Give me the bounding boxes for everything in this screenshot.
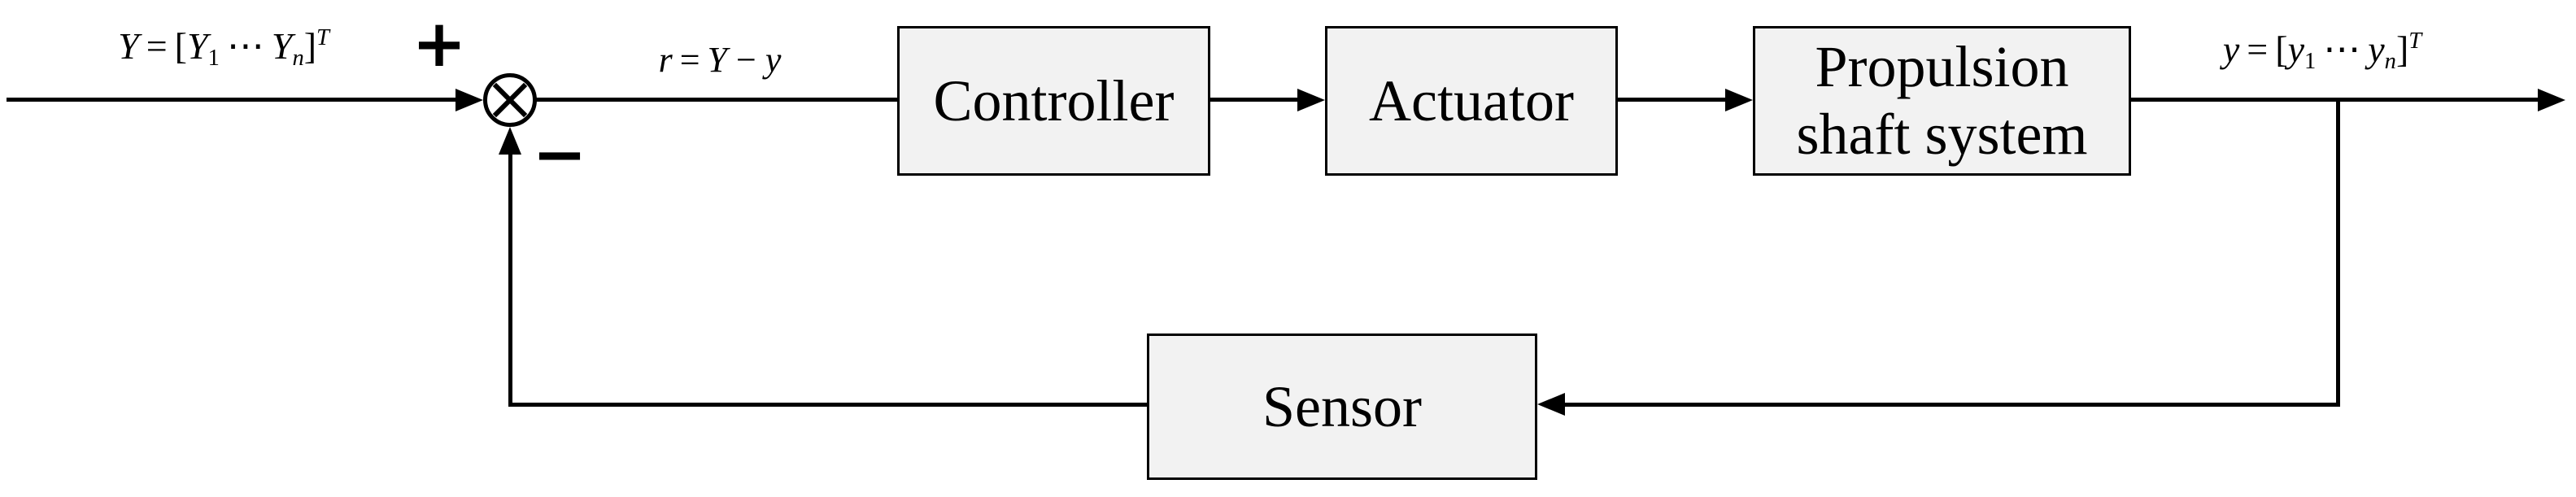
transpose-sup: T (316, 24, 329, 50)
reference-sub-n: n (292, 45, 304, 71)
error-rhs: y (765, 40, 782, 80)
right-bracket: ] (2395, 28, 2409, 70)
error-signal-label: r=Y−y (561, 42, 878, 91)
error-var: r (658, 40, 673, 80)
feedback-up-line (508, 151, 512, 407)
right-bracket: ] (303, 25, 317, 67)
controller-to-actuator-line (1210, 98, 1297, 102)
sensor-label: Sensor (1262, 373, 1422, 439)
cdots: ⋯ (226, 25, 264, 67)
input-arrowhead-icon (455, 89, 483, 111)
controller-block: Controller (897, 26, 1210, 176)
reference-var: Y (118, 25, 139, 67)
actuator-block: Actuator (1325, 26, 1618, 176)
propulsion-label-line1: Propulsion (1815, 34, 2069, 100)
error-signal-line (535, 98, 897, 102)
feedback-right-line (1562, 403, 2340, 407)
output-sub-n: n (2384, 48, 2396, 74)
plus-sign-label: + (412, 6, 467, 81)
feedback-left-line (510, 403, 1147, 407)
equals-sign: = (2247, 28, 2269, 70)
junction-arrowhead-icon (499, 127, 521, 155)
left-bracket: [ (174, 25, 187, 67)
actuator-label: Actuator (1369, 68, 1574, 133)
input-signal-line (7, 98, 455, 102)
reference-elem-n: Y (271, 25, 293, 67)
reference-elem-1: Y (186, 25, 208, 67)
output-arrowhead-icon (2538, 89, 2565, 111)
output-elem-n: y (2368, 28, 2385, 70)
output-elem-1: y (2287, 28, 2304, 70)
output-signal-line (2131, 98, 2538, 102)
output-sub-1: 1 (2304, 48, 2317, 74)
transpose-sup: T (2408, 28, 2422, 54)
minus-sign-label: − (532, 116, 587, 192)
propulsion-block: Propulsion shaft system (1753, 26, 2131, 176)
actuator-to-propulsion-line (1618, 98, 1725, 102)
reference-sub-1: 1 (207, 45, 220, 71)
minus-operator: − (736, 40, 756, 80)
sensor-arrowhead-icon (1537, 393, 1565, 416)
controller-label: Controller (933, 68, 1175, 133)
propulsion-arrowhead-icon (1725, 89, 1753, 111)
summing-junction (483, 73, 537, 127)
sensor-block: Sensor (1147, 334, 1537, 480)
error-lhs: Y (707, 40, 728, 80)
equals-sign: = (146, 25, 168, 67)
feedback-branch-line (2336, 99, 2340, 407)
output-var: y (2222, 28, 2240, 70)
propulsion-label-line2: shaft system (1796, 102, 2088, 167)
equals-sign: = (679, 40, 700, 80)
left-bracket: [ (2275, 28, 2288, 70)
cdots: ⋯ (2323, 28, 2361, 70)
actuator-arrowhead-icon (1297, 89, 1325, 111)
